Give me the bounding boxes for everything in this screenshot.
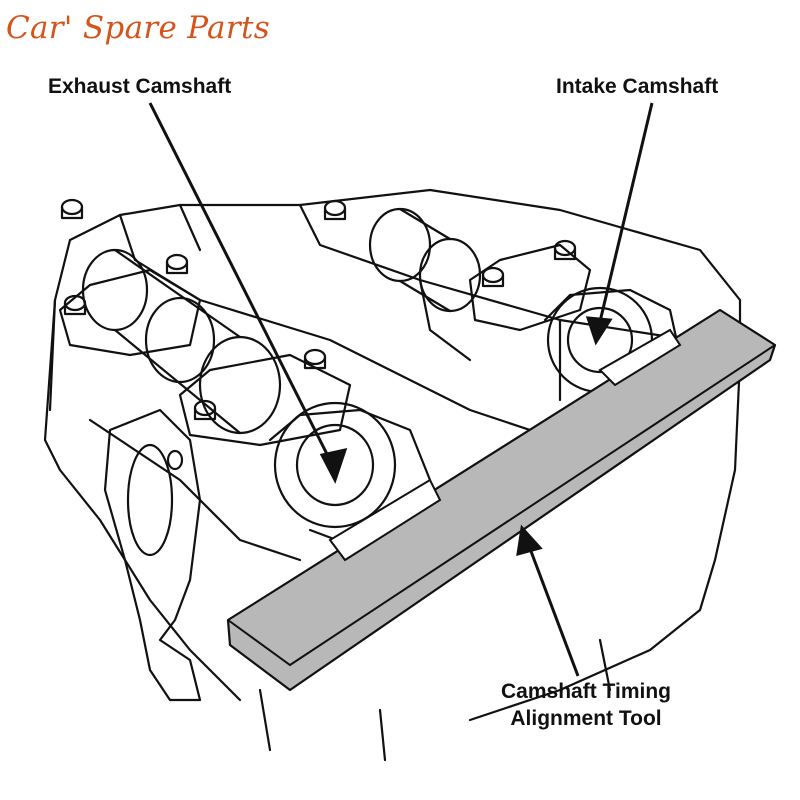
alignment-tool-label: Camshaft Timing Alignment Tool: [478, 679, 694, 733]
exhaust-cam-lobe-1: [81, 248, 149, 332]
leader-intake: [596, 102, 654, 331]
exhaust-camshaft-label: Exhaust Camshaft: [48, 75, 232, 98]
watermark-text: Car' Spare Parts: [6, 10, 270, 46]
exhaust-bearing-cap-2: [178, 353, 352, 447]
leader-exhaust: [148, 102, 337, 471]
leader-tool: [524, 537, 580, 677]
exhaust-flange: [103, 408, 202, 702]
bolt-heads: [60, 198, 577, 421]
exhaust-cam-journal: [273, 401, 397, 529]
alignment-tool-label-line1: Camshaft Timing: [501, 680, 671, 703]
intake-camshaft-label: Intake Camshaft: [556, 75, 719, 98]
alignment-tool-label-line2: Alignment Tool: [510, 706, 662, 730]
camshaft-timing-alignment-tool: [226, 308, 777, 692]
intake-bearing-cap: [468, 243, 592, 332]
exhaust-bearing-cap-1: [58, 268, 202, 357]
